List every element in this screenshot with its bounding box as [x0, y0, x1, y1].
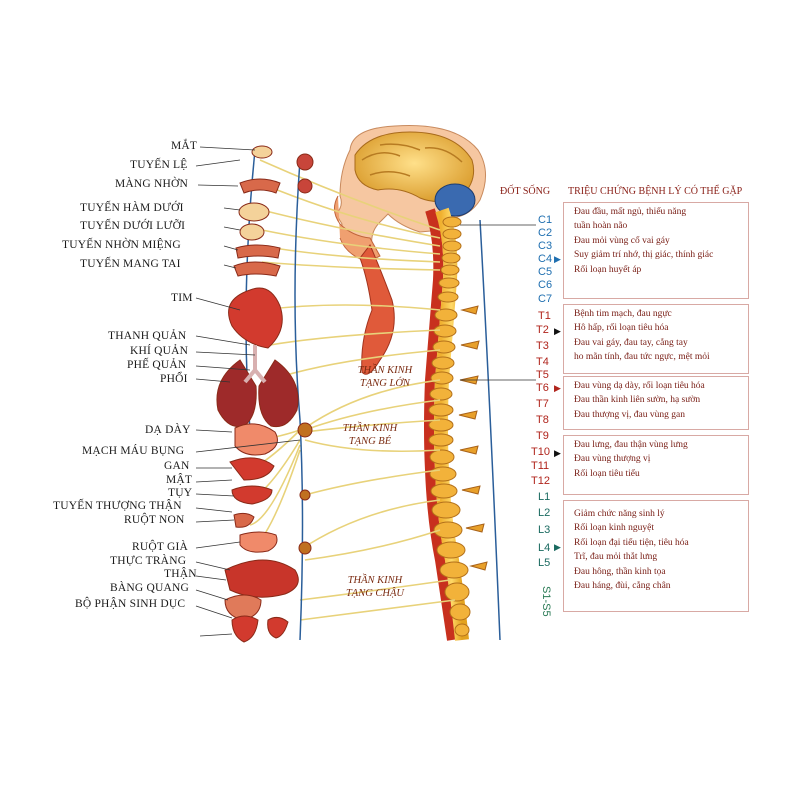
leader-lines	[195, 146, 536, 637]
symptom-text: Giảm chức năng sinh lý	[574, 509, 665, 519]
symptom-text: Rối loạn kinh nguyệt	[574, 523, 654, 534]
label-thanh-quan: THANH QUẢN	[108, 330, 187, 342]
symptom-text: Bệnh tim mạch, đau ngực	[574, 309, 672, 319]
vertebra-label: T1	[538, 310, 551, 322]
vertebra-label: T11	[531, 460, 550, 472]
vertebra-label: C4	[538, 253, 553, 265]
vertebra-label: T4	[536, 356, 549, 368]
symptom-text: Đau hông, thần kinh tọa	[574, 566, 666, 577]
vertebra-label: C3	[538, 240, 553, 252]
label-tuyen-nhon-mieng: TUYẾN NHỜN MIỆNG	[62, 239, 181, 251]
label-tuyen-thuong-than: TUYẾN THƯỢNG THẬN	[53, 500, 182, 512]
pelvic-visceral-nerve-label: THẦN KINH TẠNG CHẬU	[345, 575, 405, 599]
label-than: THẬN	[164, 568, 197, 580]
symptom-text: Đau vùng thượng vị	[574, 454, 651, 465]
symptom-text: Đau đầu, mất ngủ, thiểu năng	[574, 207, 687, 217]
vertebra-label: T8	[536, 414, 549, 426]
symptom-text: Rối loạn tiêu tiểu	[574, 468, 640, 479]
vertebra-label: T2	[536, 324, 549, 336]
vertebra-label: T12	[531, 475, 550, 487]
label-phoi: PHỔI	[160, 373, 188, 385]
small-visceral-nerve-label: THẦN KINH TẠNG BÉ	[342, 423, 398, 447]
symptom-text: Đau vùng dạ dày, rối loạn tiêu hóa	[574, 381, 705, 391]
symptom-text: Suy giảm trí nhớ, thị giác, thính giác	[574, 250, 714, 261]
symptom-text: Đau lưng, đau thận vùng lưng	[574, 440, 688, 450]
label-tuy: TỤY	[168, 487, 193, 499]
symptom-text: Rối loạn đại tiểu tiện, tiêu hóa	[574, 537, 689, 548]
label-tuyen-ham-duoi: TUYẾN HÀM DƯỚI	[80, 202, 184, 214]
symptom-text: Đau háng, đùi, cẳng chân	[574, 581, 671, 592]
vertebra-label: T6	[536, 382, 549, 394]
vertebra-label: C7	[538, 293, 553, 305]
symptom-column-header: TRIỆU CHỨNG BỆNH LÝ CÓ THỂ GẶP	[568, 186, 743, 197]
vertebra-label: L2	[538, 507, 551, 519]
label-tuyen-mang-tai: TUYẾN MANG TAI	[80, 258, 181, 270]
label-ruot-gia: RUỘT GIÀ	[132, 541, 189, 553]
label-bang-quang: BÀNG QUANG	[110, 582, 189, 594]
vertebra-label: T3	[536, 340, 549, 352]
arrow-right-icon: ▶	[554, 383, 561, 393]
spinal-column	[424, 207, 488, 641]
head-brain	[334, 125, 486, 375]
label-tim: TIM	[171, 292, 193, 304]
vertebra-label: T10	[531, 446, 550, 458]
label-mat: MẮT	[171, 140, 198, 152]
symptom-box-lumbar-sacral: Giảm chức năng sinh lý Rối loạn kinh ngu…	[563, 500, 749, 612]
large-visceral-nerve-label: THẦN KINH TẠNG LỚN	[357, 365, 413, 389]
arrow-right-icon: ▶	[554, 326, 561, 336]
vertebra-label: L3	[538, 524, 551, 536]
vertebra-label: T5	[536, 369, 549, 381]
vertebra-label: L1	[538, 491, 551, 503]
arrow-right-icon: ▶	[554, 542, 561, 552]
arrow-right-icon: ▶	[554, 254, 561, 264]
label-mat-gallbladder: MẬT	[166, 474, 193, 486]
vertebra-label: C1	[538, 214, 553, 226]
label-ruot-non: RUỘT NON	[124, 514, 185, 526]
symptom-text: Hô hấp, rối loạn tiêu hóa	[574, 323, 669, 334]
symptom-box-mid-thoracic: Đau vùng dạ dày, rối loạn tiêu hóa Đau t…	[563, 376, 749, 430]
vertebra-label: T7	[536, 398, 549, 410]
label-da-day: DẠ DÀY	[145, 424, 191, 436]
vertebra-label: S1-S5	[540, 586, 552, 617]
label-mach-mau-bung: MẠCH MÁU BỤNG	[82, 445, 185, 457]
symptom-box-upper-thoracic: Bệnh tim mạch, đau ngực Hô hấp, rối loạn…	[563, 304, 749, 374]
symptom-text: Đau mỏi vùng cổ vai gáy	[574, 235, 670, 246]
symptom-text: Đau thần kinh liên sườn, hạ sườn	[574, 395, 701, 406]
symptom-box-lower-thoracic: Đau lưng, đau thận vùng lưng Đau vùng th…	[563, 435, 749, 495]
label-tuyen-le: TUYẾN LỆ	[130, 159, 188, 171]
vertebra-column-header: ĐỐT SỐNG	[500, 186, 551, 197]
label-bo-phan-sinh-duc: BỘ PHẬN SINH DỤC	[75, 598, 186, 610]
label-gan: GAN	[164, 460, 190, 472]
symptom-text: Đau thượng vị, đau vùng gan	[574, 409, 685, 420]
symptom-text: tuần hoàn não	[574, 221, 628, 232]
symptom-text: Đau vai gáy, đau tay, cẳng tay	[574, 337, 688, 348]
vertebra-label: C5	[538, 266, 553, 278]
vertebra-label: T9	[536, 430, 549, 442]
label-khi-quan: KHÍ QUẢN	[130, 345, 189, 357]
label-tuyen-duoi-luoi: TUYẾN DƯỚI LƯỠI	[80, 220, 186, 232]
vertebra-label: L4	[538, 542, 551, 554]
label-phe-quan: PHẾ QUẢN	[127, 359, 187, 371]
label-mang-nhon: MÀNG NHỜN	[115, 178, 189, 190]
symptom-text: Rối loạn huyết áp	[574, 264, 642, 275]
arrow-right-icon: ▶	[554, 448, 561, 458]
vertebra-label: L5	[538, 557, 551, 569]
symptom-text: ho mãn tính, đau tức ngực, mệt mỏi	[574, 352, 710, 363]
vertebra-label: C6	[538, 279, 553, 291]
organs	[216, 145, 314, 643]
symptom-text: Trĩ, đau mỏi thắt lưng	[574, 552, 658, 563]
label-thuc-trang: THỰC TRÀNG	[110, 555, 187, 567]
symptom-box-cervical: Đau đầu, mất ngủ, thiểu năng tuần hoàn n…	[563, 202, 749, 299]
vertebra-label: C2	[538, 227, 553, 239]
